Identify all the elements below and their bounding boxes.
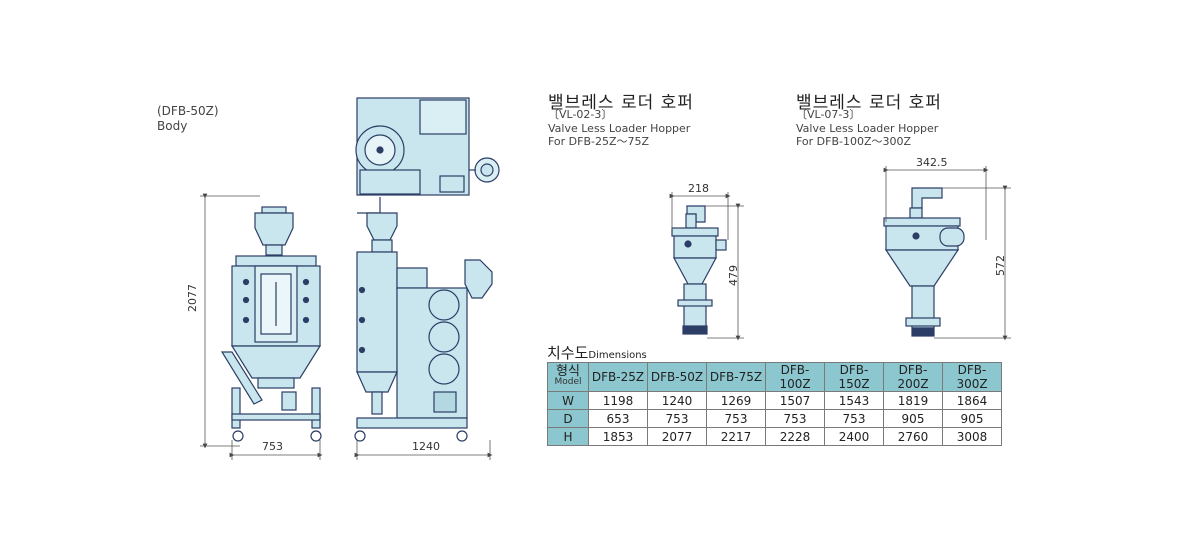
model-header-ko: 형식 (556, 364, 580, 379)
hopper1-dim-lines (669, 192, 744, 341)
body-height-label: 2077 (186, 284, 199, 312)
dimensions-title-ko: 치수도 (547, 344, 589, 362)
body-model-label: (DFB-50Z) (157, 104, 219, 118)
hopper2-title: 밸브레스 로더 호퍼 (796, 93, 942, 113)
hopper1-height-label: 479 (727, 265, 740, 286)
hopper1-model: 〔VL-02-3〕 (548, 108, 613, 121)
table-cell: 1507 (765, 391, 825, 410)
table-cell: 2760 (883, 427, 943, 446)
body-side-width-label: 1240 (412, 440, 440, 453)
model-header-en: Model (554, 377, 582, 387)
table-cell: 1853 (588, 427, 648, 446)
hopper2-model: 〔VL-07-3〕 (796, 108, 861, 121)
table-cell: 2400 (824, 427, 884, 446)
row-label: H (547, 427, 589, 446)
table-cell: 753 (647, 409, 707, 428)
table-cell: 1819 (883, 391, 943, 410)
table-cell: 2217 (706, 427, 766, 446)
table-cell: 2077 (647, 427, 707, 446)
body-front-width-label: 753 (262, 440, 283, 453)
table-column-header: DFB-50Z (647, 362, 707, 392)
table-cell: 753 (765, 409, 825, 428)
body-name-label: Body (157, 119, 188, 133)
body-side-view (354, 197, 493, 442)
dimensions-title-en: Dimensions (588, 350, 647, 361)
hopper2-height-label: 572 (994, 255, 1007, 276)
body-top-view (355, 97, 500, 196)
body-front-dim-lines (200, 193, 323, 460)
table-cell: 753 (706, 409, 766, 428)
hopper2-desc: Valve Less Loader Hopper (796, 122, 939, 135)
hopper2-dim-lines (883, 166, 1011, 341)
table-cell: 1240 (647, 391, 707, 410)
hopper1-desc: Valve Less Loader Hopper (548, 122, 691, 135)
table-column-header: DFB-100Z (765, 362, 825, 392)
table-cell: 3008 (942, 427, 1002, 446)
table-row: D 653 753 753 753 753 905 905 (547, 409, 1002, 428)
table-row: W 1198 1240 1269 1507 1543 1819 1864 (547, 391, 1002, 410)
table-cell: 1543 (824, 391, 884, 410)
row-label: D (547, 409, 589, 428)
table-row: H 1853 2077 2217 2228 2400 2760 3008 (547, 427, 1002, 446)
hopper1-for: For DFB-25Z～75Z (548, 135, 650, 148)
table-cell: 1864 (942, 391, 1002, 410)
table-cell: 2228 (765, 427, 825, 446)
row-label: W (547, 391, 589, 410)
table-cell: 1198 (588, 391, 648, 410)
table-column-header: DFB-25Z (588, 362, 648, 392)
hopper1-drawing (671, 205, 727, 335)
table-cell: 905 (883, 409, 943, 428)
hopper2-for: For DFB-100Z～300Z (796, 135, 912, 148)
table-cell: 1269 (706, 391, 766, 410)
body-side-dim-lines (354, 440, 493, 460)
table-cell: 753 (824, 409, 884, 428)
table-column-header: DFB-300Z (942, 362, 1002, 392)
hopper1-title: 밸브레스 로더 호퍼 (548, 93, 694, 113)
hopper2-width-label: 342.5 (916, 156, 948, 169)
body-front-view (220, 206, 322, 442)
table-cell: 905 (942, 409, 1002, 428)
hopper2-drawing (883, 187, 965, 337)
table-column-header: DFB-75Z (706, 362, 766, 392)
table-column-header: DFB-200Z (883, 362, 943, 392)
dimensions-title: 치수도Dimensions (547, 342, 647, 363)
table-column-header: DFB-150Z (824, 362, 884, 392)
hopper1-width-label: 218 (688, 182, 709, 195)
table-cell: 653 (588, 409, 648, 428)
